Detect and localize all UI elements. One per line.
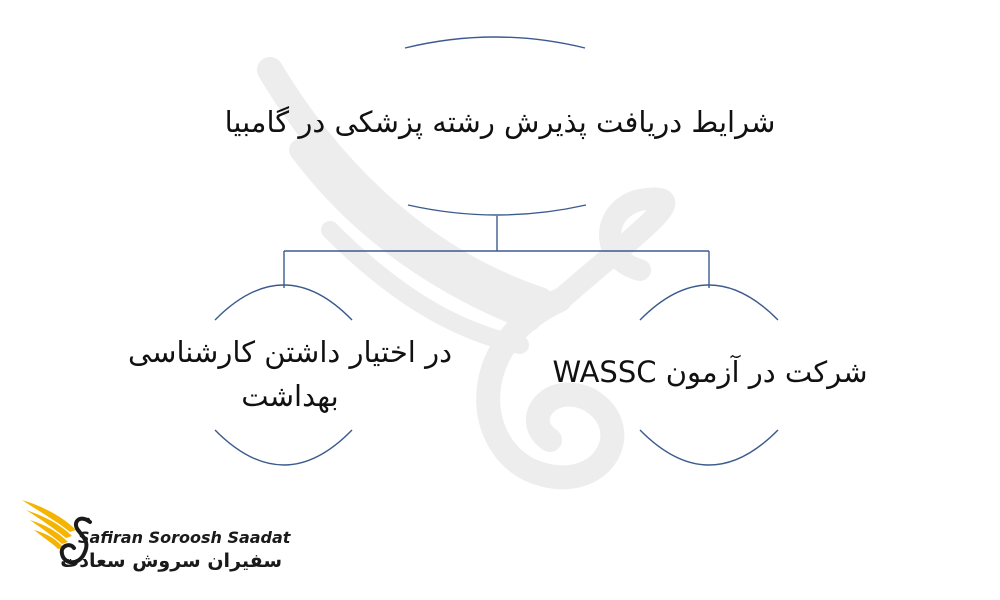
swan-eye-icon [85,517,91,523]
left-node-label-line2: بهداشت [241,379,339,413]
right-node-bottom-arc [639,429,779,466]
watermark-swan-body [476,288,625,490]
brand-logo [22,500,92,565]
left-node-label: در اختیار داشتن کارشناسی بهداشت [100,330,480,418]
wing-icon [22,500,76,549]
left-node-bottom-arc [214,429,353,466]
watermark-feather [289,139,541,331]
brand-name-persian: سفیران سروش سعادت [60,550,282,572]
swan-icon [59,516,92,565]
brand-name-latin: Safiran Soroosh Saadat [78,528,291,547]
watermark-swan-head [549,187,676,311]
right-node-label: شرکت در آزمون WASSC [552,355,868,389]
root-node-label: شرایط دریافت پذیرش رشته پزشکی در گامبیا [224,105,776,139]
root-node-bottom-arc [407,204,587,216]
left-node-label-line1: در اختیار داشتن کارشناسی [128,335,452,369]
watermark-feather [257,57,553,313]
left-node-top-arc [214,284,353,321]
root-node-top-arc [404,36,586,49]
right-node-top-arc [639,284,779,321]
